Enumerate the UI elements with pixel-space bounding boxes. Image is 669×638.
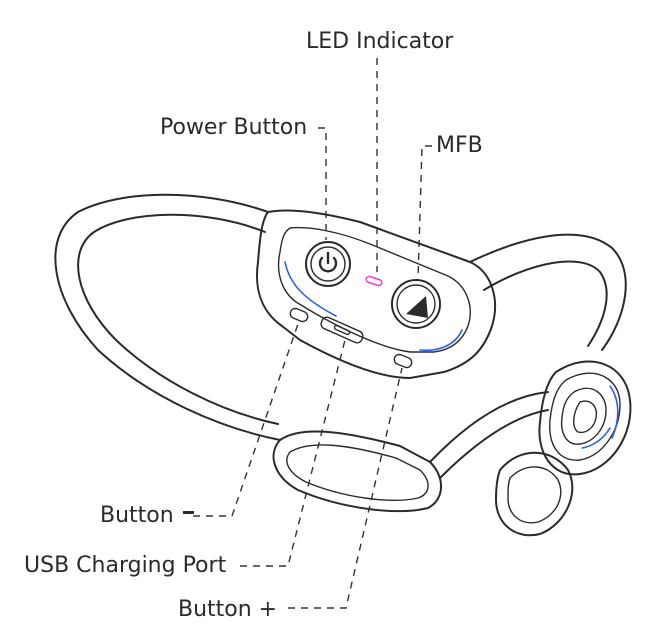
button-minus-label: Button (100, 503, 174, 528)
power-icon (318, 251, 338, 273)
left-pad (272, 430, 442, 513)
leader-lines (193, 58, 432, 609)
usb-port-part (320, 316, 364, 344)
right-arm (469, 233, 627, 351)
button-minus-part (289, 307, 309, 323)
power-button (305, 241, 351, 287)
minus-sign (183, 511, 194, 514)
led-indicator (365, 275, 383, 287)
usb-charging-port-label: USB Charging Port (24, 553, 227, 578)
power-button-label: Power Button (160, 115, 307, 140)
right-speaker (495, 360, 632, 537)
button-plus-label: Button + (178, 597, 277, 622)
led-indicator-label: LED Indicator (306, 29, 454, 54)
play-triangle-icon (406, 296, 428, 318)
mfb-button (391, 279, 441, 329)
mfb-label: MFB (436, 133, 483, 158)
button-plus-part (393, 353, 413, 369)
headband (54, 193, 281, 441)
lower-arm (429, 391, 549, 479)
control-module (256, 209, 496, 379)
